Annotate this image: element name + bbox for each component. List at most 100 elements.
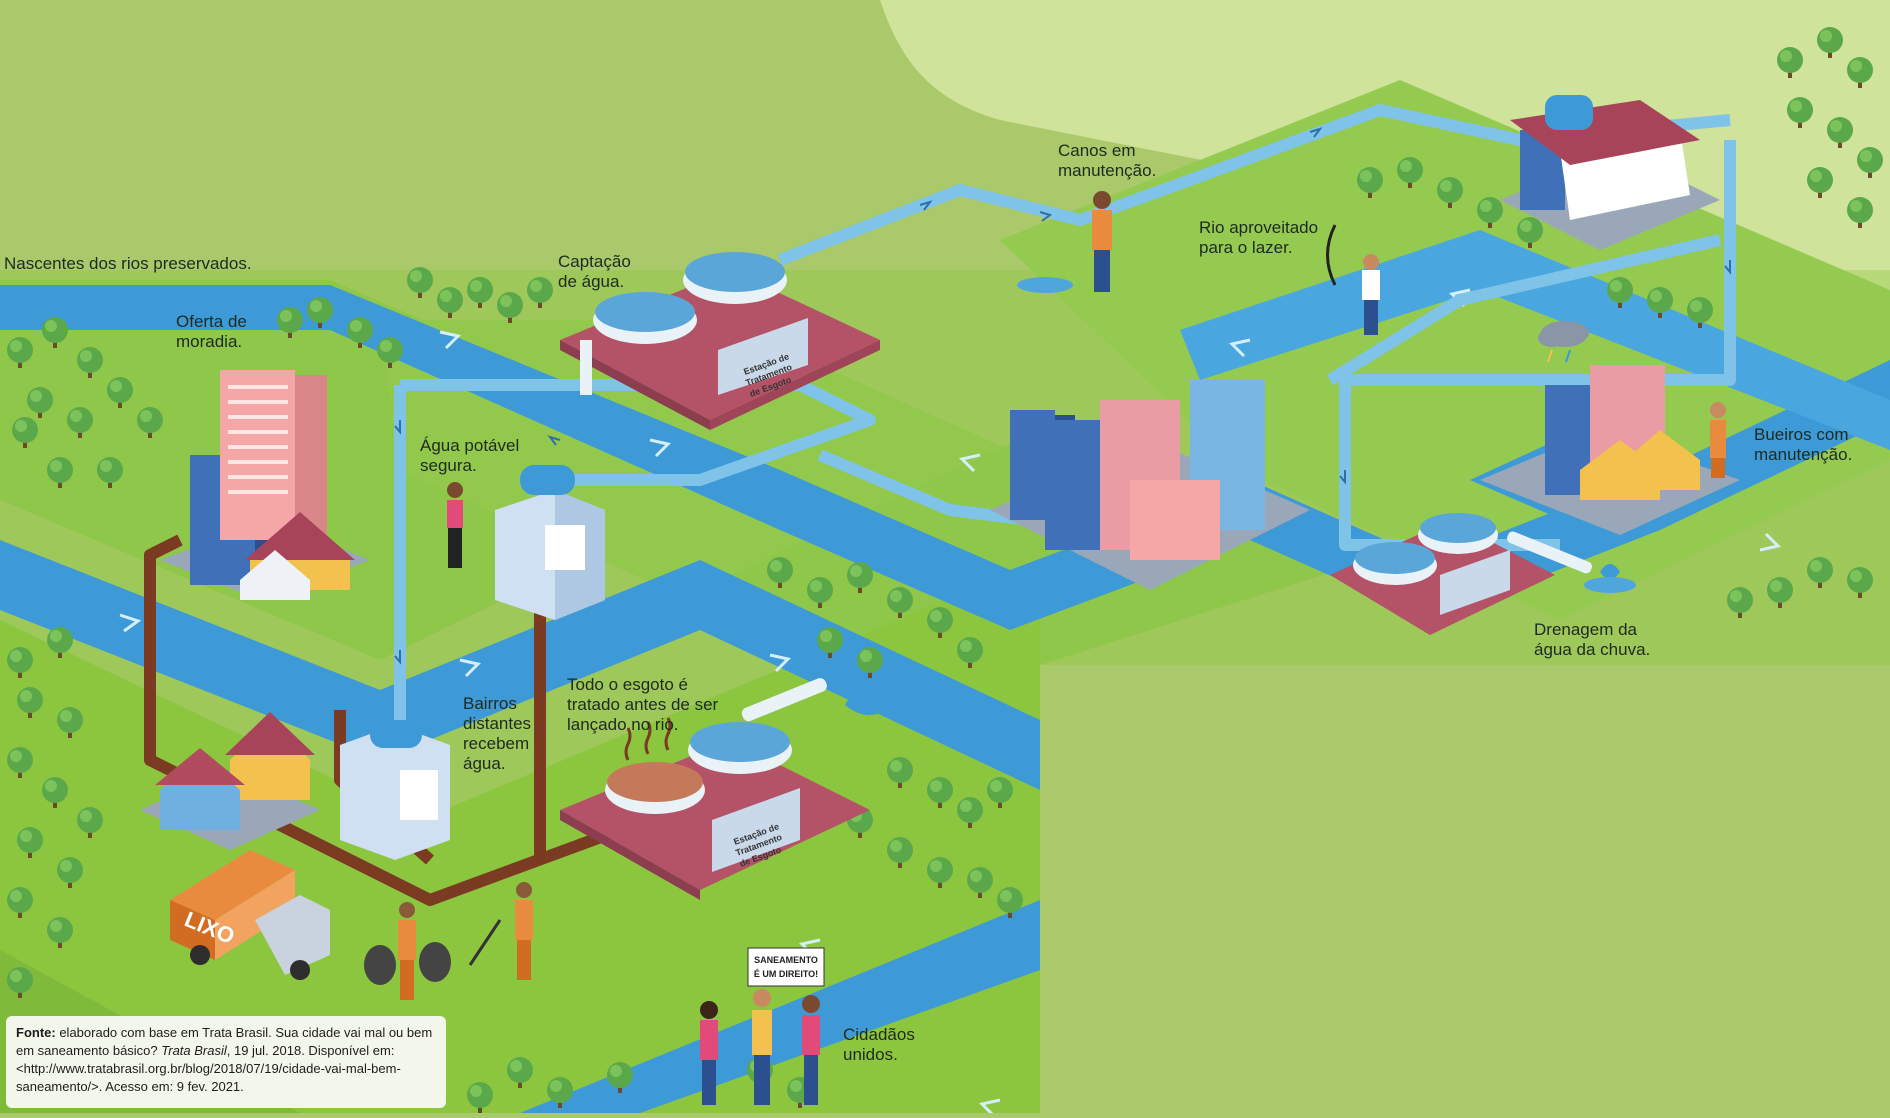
tree-icon (77, 807, 103, 838)
tree-icon (817, 627, 843, 658)
tree-icon (1357, 167, 1383, 198)
rain-cloud-icon (1538, 321, 1589, 363)
tree-icon (1847, 57, 1873, 88)
tree-icon (497, 292, 523, 323)
tree-icon (767, 557, 793, 588)
tree-icon (57, 857, 83, 888)
tree-icon (47, 917, 73, 948)
tree-icon (527, 277, 553, 308)
tree-icon (1847, 567, 1873, 598)
tree-icon (997, 887, 1023, 918)
tree-icon (607, 1062, 633, 1093)
neighborhood-right (1470, 323, 1760, 545)
tree-icon (7, 747, 33, 778)
source-text-2: , 19 jul. 2018. Disponível em: <http://w… (16, 1043, 401, 1094)
tree-icon (957, 637, 983, 668)
tree-icon (1477, 197, 1503, 228)
label-nascentes: Nascentes dos rios preservados. (4, 254, 252, 273)
tree-icon (1847, 197, 1873, 228)
tree-icon (807, 577, 833, 608)
garbage-truck: LIXO (170, 850, 330, 980)
label-esgoto-tratado: Todo o esgoto é tratado antes de ser lan… (567, 675, 719, 734)
tree-icon (927, 857, 953, 888)
tree-icon (47, 457, 73, 488)
tree-icon (277, 307, 303, 338)
middle-river (0, 540, 1040, 790)
tree-icon (1787, 97, 1813, 128)
tree-icon (107, 377, 133, 408)
tree-icon (967, 867, 993, 898)
street-workers (364, 882, 533, 1000)
label-bueiros: Bueiros com manutenção. (1754, 425, 1853, 464)
tree-icon (1607, 277, 1633, 308)
water-treatment-plant-top: Estação de Tratamento de Esgoto (560, 252, 880, 430)
tree-icon (887, 837, 913, 868)
tree-icon (67, 407, 93, 438)
tree-icon (887, 587, 913, 618)
tree-icon (1807, 167, 1833, 198)
tree-icon (407, 267, 433, 298)
label-cidadaos-unidos: Cidadãos unidos. (843, 1025, 915, 1064)
tree-icon (1727, 587, 1753, 618)
people-figures: SANEAMENTO É UM DIREITO! (447, 191, 1726, 1105)
source-citation: Fonte: elaborado com base em Trata Brasi… (6, 1016, 446, 1108)
tree-icon (857, 647, 883, 678)
tree-icon (1767, 577, 1793, 608)
tree-icon (7, 337, 33, 368)
tree-icon (987, 777, 1013, 808)
tree-icon (27, 387, 53, 418)
south-river (520, 900, 1040, 1113)
source-prefix: Fonte: (16, 1025, 56, 1040)
tree-icon (17, 827, 43, 858)
tree-icon (1817, 27, 1843, 58)
tree-icon (1827, 117, 1853, 148)
sewage-treatment-plant-bottom: Estação de Tratamento de Esgoto (560, 678, 887, 900)
water-kiosk-center (495, 465, 605, 620)
tree-icon (957, 797, 983, 828)
tree-icon (547, 1077, 573, 1108)
protest-sign-line2: É UM DIREITO! (754, 969, 818, 979)
tree-icon (47, 627, 73, 658)
source-text-1: elaborado com base em Trata Brasil. Sua … (16, 1025, 433, 1058)
label-rio-lazer: Rio aproveitado para o lazer. (1199, 218, 1319, 257)
tree-icon (1517, 217, 1543, 248)
sewage-treatment-plant-right (1330, 513, 1636, 635)
tree-icon (377, 337, 403, 368)
house-top-right (1500, 95, 1720, 250)
tree-icon (77, 347, 103, 378)
tree-groups (7, 27, 1883, 1113)
tree-icon (307, 297, 333, 328)
tree-icon (1647, 287, 1673, 318)
tree-icon (467, 1082, 493, 1113)
tree-icon (847, 562, 873, 593)
tree-icon (57, 707, 83, 738)
tree-icon (347, 317, 373, 348)
tree-icon (887, 757, 913, 788)
tree-icon (437, 287, 463, 318)
tree-icon (137, 407, 163, 438)
tree-icon (1857, 147, 1883, 178)
tree-icon (42, 777, 68, 808)
east-river (1180, 230, 1890, 450)
tree-icon (12, 417, 38, 448)
housing-buildings-left (160, 370, 370, 600)
pipe-flow-arrows (394, 127, 1731, 665)
tree-icon (1397, 157, 1423, 188)
tree-icon (7, 887, 33, 918)
protest-sign-line1: SANEAMENTO (754, 955, 818, 965)
tree-icon (1777, 47, 1803, 78)
tree-icon (507, 1057, 533, 1088)
tree-icon (17, 687, 43, 718)
label-agua-potavel: Água potável segura. (420, 436, 520, 475)
central-city (990, 380, 1310, 590)
label-oferta-moradia: Oferta de moradia. (176, 312, 247, 351)
main-river (0, 285, 1890, 630)
label-canos: Canos em manutenção. (1058, 141, 1157, 180)
tree-icon (1437, 177, 1463, 208)
label-drenagem: Drenagem da água da chuva. (1534, 620, 1651, 659)
tree-icon (1687, 297, 1713, 328)
source-publication: Trata Brasil (161, 1043, 227, 1058)
water-kiosk-bottom (340, 720, 450, 860)
